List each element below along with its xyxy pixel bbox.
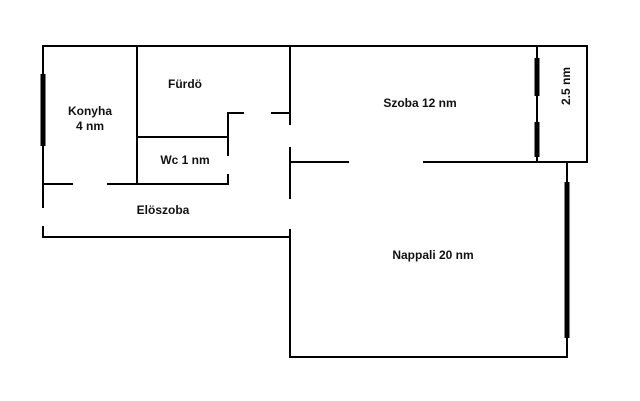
room-label-nappali: Nappali 20 nm <box>392 248 473 262</box>
room-label-balcony: 2.5 nm <box>559 67 573 105</box>
room-labels: Konyha 4 nm Fürdö Wc 1 nm Elöszoba Szoba… <box>68 67 573 262</box>
room-label-szoba: Szoba 12 nm <box>383 96 456 110</box>
room-label-konyha: Konyha <box>68 104 112 118</box>
room-area-konyha: 4 nm <box>76 119 104 133</box>
room-label-wc: Wc 1 nm <box>160 153 209 167</box>
room-label-furdo: Fürdö <box>168 77 202 91</box>
windows <box>40 58 570 338</box>
walls <box>42 45 588 358</box>
room-label-eloszoba: Elöszoba <box>137 203 190 217</box>
